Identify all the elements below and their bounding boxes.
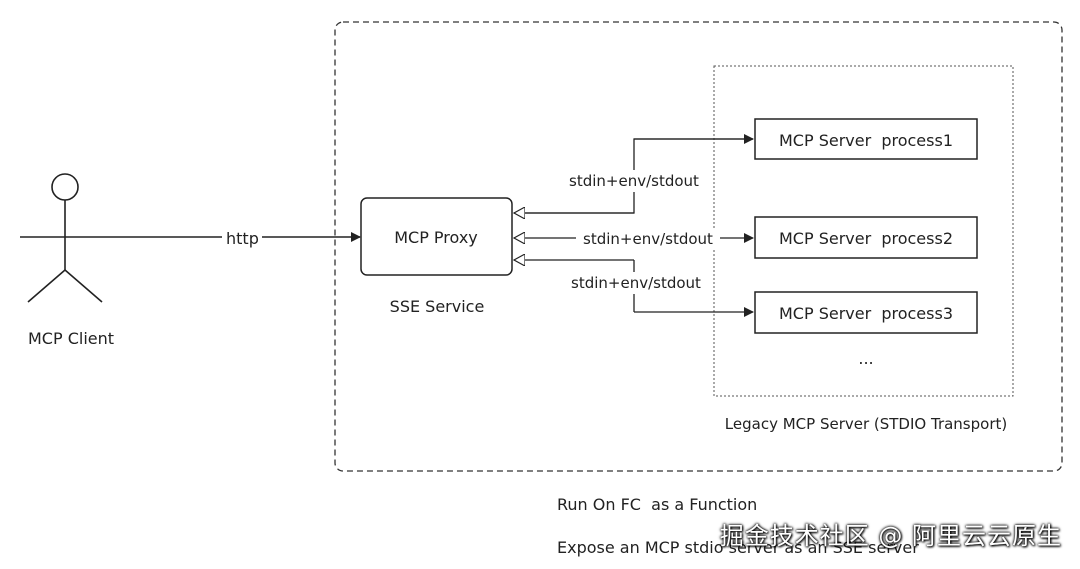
fc-function-boundary [334,21,1063,472]
client-actor-icon [20,173,110,303]
legacy-server-caption: Legacy MCP Server (STDIO Transport) [725,415,1007,433]
server-box-3 [754,291,978,334]
http-label: http [226,229,259,248]
edge-label-3: stdin+env/stdout [571,274,701,292]
edge-label-2: stdin+env/stdout [583,230,713,248]
edge-label-1-bg [566,170,702,192]
footer-line-2: Expose an MCP stdio server as an SSE ser… [557,538,919,557]
server-label-2: MCP Server process2 [779,229,953,248]
server-label-1: MCP Server process1 [779,131,953,150]
sse-service-caption: SSE Service [390,297,485,316]
edge-label-2-bg [576,228,720,248]
more-servers-ellipsis: ... [858,349,873,368]
mcp-proxy-label: MCP Proxy [394,228,478,247]
server-box-1 [754,118,978,160]
server-box-2 [754,216,978,259]
server-label-3: MCP Server process3 [779,304,953,323]
edge-label-3-bg [562,272,708,294]
mcp-proxy-box [360,197,513,276]
client-label: MCP Client [28,329,114,348]
edge-label-1: stdin+env/stdout [569,172,699,190]
watermark: 掘金技术社区 @ 阿里云云原生 [719,522,1062,550]
http-label-bg [222,228,262,248]
footer-line-1: Run On FC as a Function [557,495,757,514]
